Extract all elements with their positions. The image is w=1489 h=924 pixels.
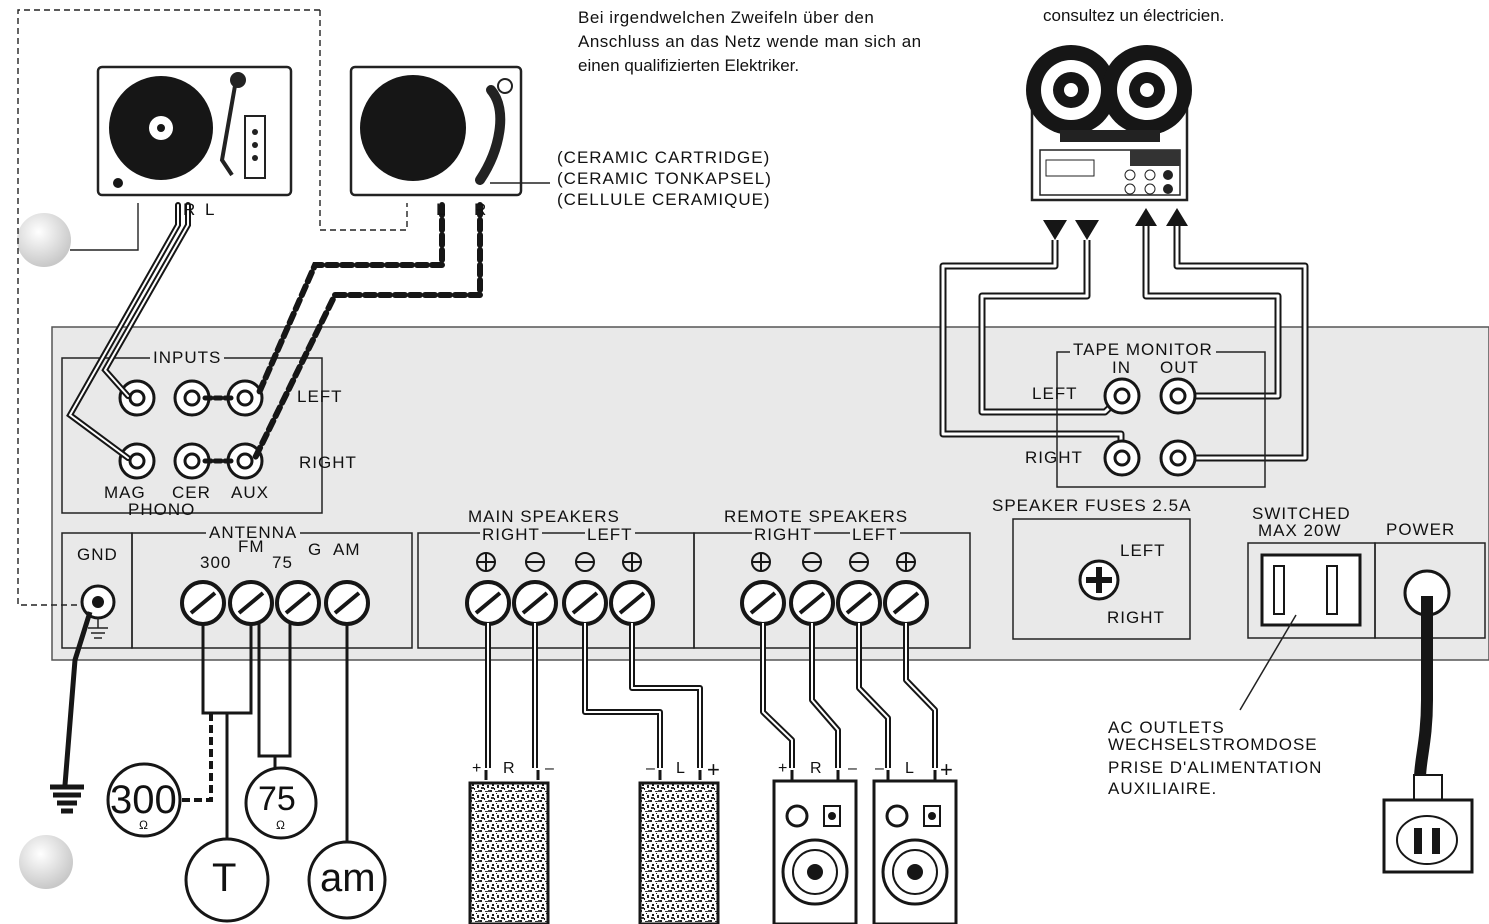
fuse-left-label: LEFT: [1120, 541, 1166, 560]
tape-deck: [1026, 45, 1192, 202]
ac-outlet-leader: [1239, 614, 1297, 711]
main-speakers-right: RIGHT: [480, 525, 542, 545]
antenna-fm-label: FM: [238, 537, 265, 556]
main-right-r: R: [503, 760, 515, 777]
screw-slots: [189, 591, 920, 615]
ac-outlets-line3: PRISE D'ALIMENTATION: [1108, 758, 1323, 777]
remote-speakers-title: REMOTE SPEAKERS: [724, 507, 909, 526]
cartridge-label-en: (CERAMIC CARTRIDGE): [557, 148, 771, 167]
input-cer-label: CER: [172, 483, 211, 502]
switched-label: SWITCHED: [1252, 504, 1351, 523]
german-note-line2: Anschluss an das Netz wende man sich an: [578, 32, 922, 51]
antenna-t-symbol: T: [212, 856, 237, 900]
inputs-left-label: LEFT: [297, 387, 343, 406]
tape-right-label: RIGHT: [1025, 448, 1083, 467]
antenna-75-circle: [244, 766, 318, 840]
fuse-right-label: RIGHT: [1107, 608, 1165, 627]
antenna-am-label: AM: [333, 540, 361, 559]
antenna-am-symbol: am: [320, 856, 376, 900]
german-note-line1: Bei irgendwelchen Zweifeln über den: [578, 8, 875, 27]
tape-arrows: [1043, 208, 1188, 240]
speaker-fuses-title: SPEAKER FUSES 2.5A: [992, 496, 1192, 515]
rca-jacks: [118, 377, 1197, 480]
ground-cable: [62, 611, 93, 786]
tape-left-label: LEFT: [1032, 384, 1078, 403]
remote-right-r: R: [810, 760, 822, 777]
turntable-magnetic: [96, 65, 293, 197]
antenna-300-symbol: 300: [110, 778, 177, 822]
main-speaker-left: [638, 781, 720, 924]
tt2-channel-l: L: [436, 200, 446, 219]
main-right-minus: –: [545, 760, 554, 777]
speaker-cables: [485, 623, 938, 768]
input-mag-label: MAG: [104, 483, 146, 502]
switched-max-label: MAX 20W: [1258, 521, 1342, 540]
gnd-label: GND: [77, 545, 118, 564]
antenna-300-circle: [106, 762, 182, 838]
main-speakers-title: MAIN SPEAKERS: [468, 507, 620, 526]
remote-speakers-right: RIGHT: [752, 525, 814, 545]
speaker-wire-ends: [484, 770, 937, 780]
main-left-plus: +: [707, 757, 720, 782]
cartridge-label-fr: (CELLULE CERAMIQUE): [557, 190, 771, 209]
antenna-g-label: G: [308, 540, 323, 559]
turntable-ceramic: [349, 65, 523, 197]
power-cord: [1414, 596, 1433, 779]
remote-speakers-left: LEFT: [850, 525, 900, 545]
main-speakers-left: LEFT: [585, 525, 635, 545]
tape-monitor-title: TAPE MONITOR: [1070, 340, 1216, 360]
antenna-300-label: 300: [200, 553, 232, 572]
main-left-l: L: [676, 760, 685, 777]
antenna-75-symbol: 75: [258, 780, 296, 818]
tt2-channel-r: R: [474, 200, 487, 219]
remote-left-minus: –: [875, 760, 884, 777]
tt1-channel-r: R: [183, 200, 196, 219]
input-aux-label: AUX: [231, 483, 269, 502]
ac-outlet: [1260, 553, 1362, 627]
antenna-am-circle: [307, 840, 387, 920]
cartridge-label-de: (CERAMIC TONKAPSEL): [557, 169, 772, 188]
ac-outlets-line2: WECHSELSTROMDOSE: [1108, 735, 1318, 754]
antenna-75-ohm: Ω: [276, 818, 285, 832]
antenna-t-circle: [184, 837, 270, 923]
power-label: POWER: [1386, 520, 1456, 539]
ground-wires: [17, 9, 408, 606]
ac-outlets-line4: AUXILIAIRE.: [1108, 779, 1218, 798]
tape-in-label: IN: [1112, 358, 1131, 377]
earth-symbol: [50, 784, 84, 814]
punch-hole-bottom: [19, 835, 73, 889]
remote-right-minus: –: [848, 760, 857, 777]
remote-left-plus: +: [940, 757, 953, 782]
phono-cables: [66, 202, 483, 464]
remote-speaker-left: [872, 779, 958, 924]
gnd-terminal: [80, 584, 116, 639]
input-phono-label: PHONO: [128, 500, 196, 519]
remote-speaker-right: [772, 779, 858, 924]
tape-out-label: OUT: [1160, 358, 1199, 377]
antenna-wires: [180, 623, 349, 842]
polarity-symbols: [476, 552, 916, 572]
fuse-holder: [1078, 559, 1120, 601]
main-left-minus: –: [646, 760, 655, 777]
power-plug: [1382, 774, 1474, 874]
inputs-right-label: RIGHT: [299, 453, 357, 472]
remote-right-plus: +: [778, 760, 788, 777]
main-speaker-right: [468, 781, 550, 924]
punch-hole-top: [17, 213, 71, 267]
main-right-plus: +: [472, 760, 482, 777]
french-note: consultez un électricien.: [1043, 6, 1225, 25]
antenna-75-label: 75: [272, 553, 293, 572]
antenna-300-ohm: Ω: [139, 818, 148, 832]
remote-left-l: L: [905, 760, 914, 777]
german-note-line3: einen qualifizierten Elektriker.: [578, 56, 800, 75]
tt1-channel-l: L: [205, 200, 215, 219]
tape-cables: [939, 226, 1309, 462]
antenna-title: ANTENNA: [206, 523, 301, 543]
ground-wire-turntable1: [70, 203, 139, 251]
ac-outlets-line1: AC OUTLETS: [1108, 718, 1225, 737]
inputs-title: INPUTS: [150, 348, 225, 368]
